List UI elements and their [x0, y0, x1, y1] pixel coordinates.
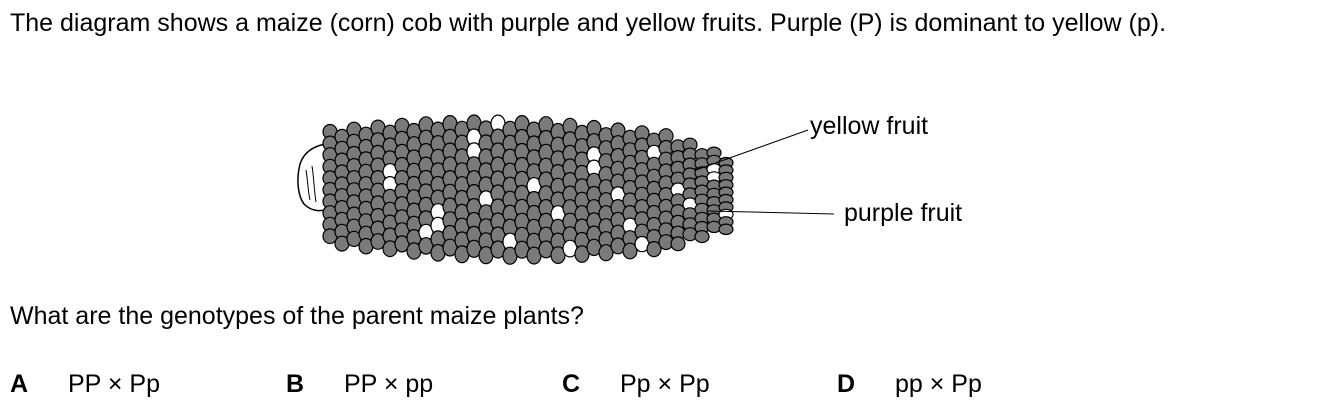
- option-b-text: PP × pp: [344, 370, 434, 398]
- option-c-text: Pp × Pp: [620, 370, 710, 398]
- purple-kernel: [598, 244, 614, 262]
- purple-kernel: [694, 230, 710, 244]
- option-b-letter: B: [286, 370, 305, 398]
- purple-kernel: [670, 236, 686, 252]
- purple-fruit-pointer: [707, 210, 835, 215]
- option-b[interactable]: B PP × pp: [286, 367, 433, 401]
- question-intro: The diagram shows a maize (corn) cob wit…: [10, 9, 1167, 37]
- purple-kernel: [646, 241, 662, 258]
- option-a[interactable]: A PP × Pp: [10, 367, 160, 401]
- maize-cob-diagram: yellow fruit purple fruit: [286, 100, 1006, 270]
- maize-cob-illustration: [297, 114, 835, 265]
- yellow-fruit-pointer: [695, 129, 809, 171]
- purple-kernel: [622, 242, 638, 260]
- option-d-text: pp × Pp: [895, 370, 982, 398]
- option-d-letter: D: [837, 370, 856, 398]
- question-text: What are the genotypes of the parent mai…: [10, 302, 584, 330]
- option-c[interactable]: C Pp × Pp: [562, 367, 710, 401]
- option-a-text: PP × Pp: [68, 370, 160, 398]
- option-a-letter: A: [10, 370, 29, 398]
- purple-kernel: [718, 223, 734, 236]
- option-c-letter: C: [562, 370, 581, 398]
- purple-kernel: [574, 245, 590, 263]
- purple-fruit-label: purple fruit: [844, 199, 963, 227]
- yellow-fruit-label: yellow fruit: [810, 112, 929, 140]
